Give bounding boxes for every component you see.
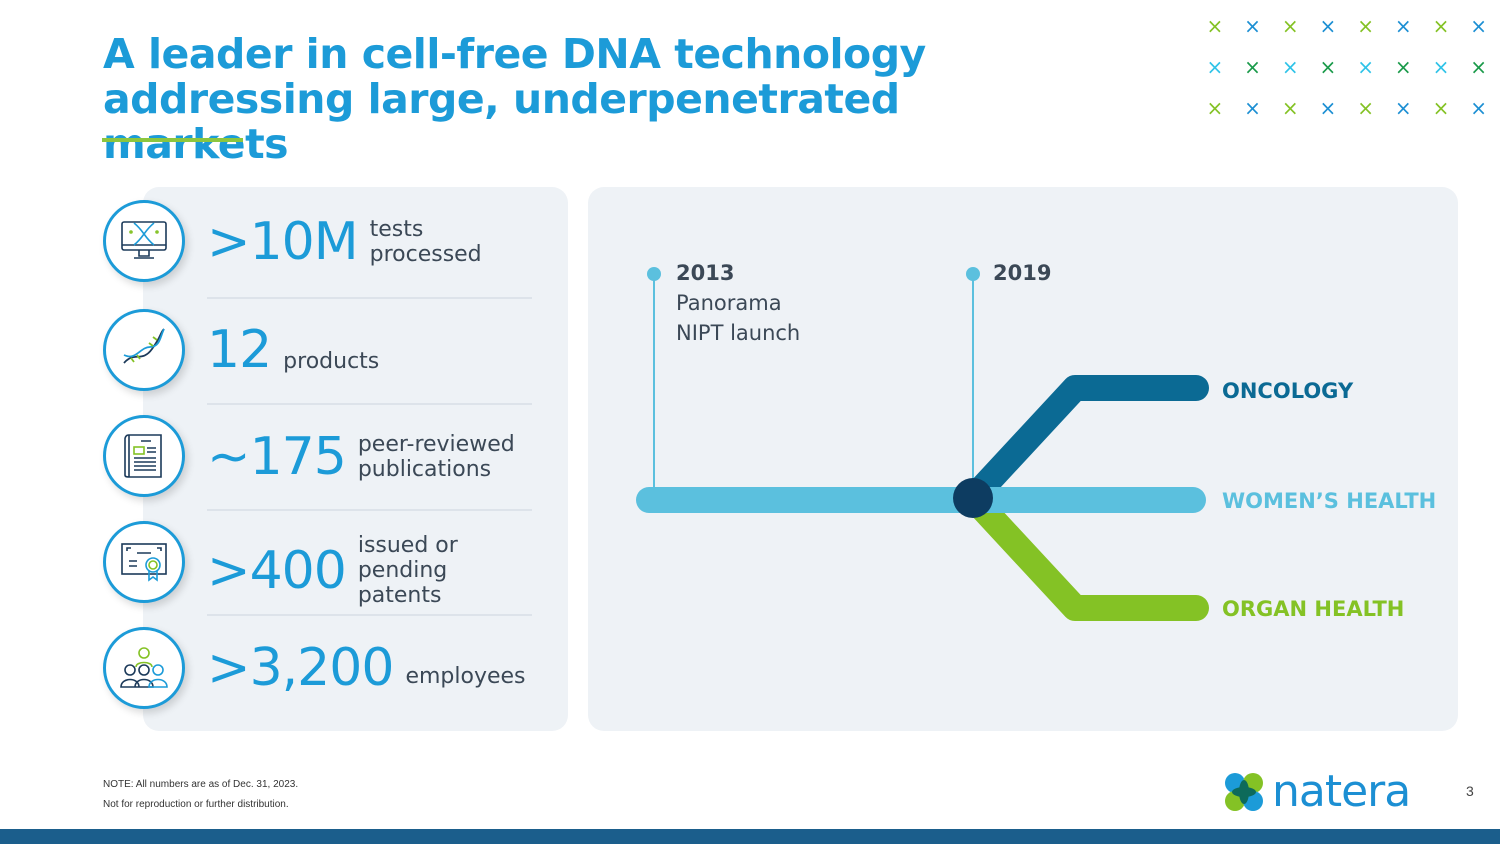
x-mark-icon: ×	[1357, 55, 1374, 79]
logo-mark-icon	[1225, 772, 1263, 811]
people-icon	[103, 627, 185, 709]
branch-label-womens-health: WOMEN’S HEALTH	[1222, 489, 1436, 513]
stats-panel	[143, 187, 568, 731]
stat-value: >400	[207, 540, 347, 601]
x-mark-icon: ×	[1244, 14, 1261, 38]
milestone-text: Panorama	[676, 291, 782, 315]
title-underline	[102, 138, 243, 142]
stat-value: ~175	[207, 427, 347, 487]
stat-label: products	[283, 348, 380, 374]
stat-label: tests processed	[369, 217, 482, 267]
x-mark-icon: ×	[1432, 14, 1450, 38]
x-mark-icon: ×	[1281, 14, 1299, 38]
branch-node	[953, 478, 993, 518]
x-mark-icon: ×	[1319, 55, 1337, 79]
divider	[207, 614, 532, 616]
stat-value: >10M	[207, 212, 359, 272]
page-number: 3	[1466, 783, 1474, 799]
organ-health-branch	[960, 485, 1209, 621]
certificate-icon	[103, 521, 185, 603]
stat-label: employees	[405, 663, 526, 689]
oncology-branch	[960, 375, 1209, 511]
milestone-text: NIPT launch	[676, 321, 800, 345]
x-mark-icon: ×	[1394, 55, 1412, 79]
footnote: NOTE: All numbers are as of Dec. 31, 202…	[103, 779, 299, 790]
milestone-dot-2019	[966, 267, 980, 281]
footer-bar	[0, 829, 1500, 844]
x-mark-icon: ×	[1470, 55, 1488, 79]
computer-dna-icon	[103, 200, 185, 282]
divider	[207, 297, 532, 299]
divider	[207, 509, 532, 511]
logo-wordmark: natera	[1272, 766, 1411, 817]
x-mark-icon: ×	[1281, 55, 1299, 79]
divider	[207, 403, 532, 405]
dna-helix-icon	[103, 309, 185, 391]
x-mark-icon: ×	[1432, 96, 1450, 120]
branch-label-oncology: ONCOLOGY	[1222, 379, 1354, 403]
x-mark-icon: ×	[1206, 55, 1224, 79]
x-mark-icon: ×	[1394, 14, 1412, 38]
branch-label-organ-health: ORGAN HEALTH	[1222, 597, 1404, 621]
x-mark-icon: ×	[1206, 96, 1224, 120]
milestone-year: 2019	[993, 261, 1051, 285]
milestone-year: 2013	[676, 261, 734, 285]
page-title: A leader in cell-free DNA technology add…	[103, 30, 926, 168]
publication-icon	[103, 415, 185, 497]
x-mark-icon: ×	[1357, 96, 1374, 120]
x-mark-icon: ×	[1244, 55, 1261, 79]
stat-label: peer-reviewed publications	[357, 432, 515, 482]
x-mark-icon: ×	[1319, 14, 1337, 38]
x-mark-icon: ×	[1206, 14, 1224, 38]
stat-value: >3,200	[207, 638, 394, 698]
stat-products: 12 products	[207, 320, 379, 380]
disclaimer: Not for reproduction or further distribu…	[103, 799, 289, 810]
stat-employees: >3,200 employees	[207, 638, 526, 698]
x-mark-icon: ×	[1319, 96, 1337, 120]
x-mark-icon: ×	[1357, 14, 1374, 38]
milestone-dot-2013	[647, 267, 661, 281]
x-mark-icon: ×	[1244, 96, 1261, 120]
natera-logo: natera	[1224, 766, 1411, 817]
stat-value: 12	[207, 320, 272, 380]
x-mark-icon: ×	[1281, 96, 1299, 120]
x-mark-icon: ×	[1470, 96, 1488, 120]
x-mark-icon: ×	[1394, 96, 1412, 120]
x-mark-icon: ×	[1432, 55, 1450, 79]
stat-label: issued or pending patents	[357, 533, 458, 608]
x-mark-icon: ×	[1470, 14, 1488, 38]
decorative-x-pattern: × × × × × × × × × × × × × × × × × × × × × × × ×	[1196, 12, 1487, 122]
